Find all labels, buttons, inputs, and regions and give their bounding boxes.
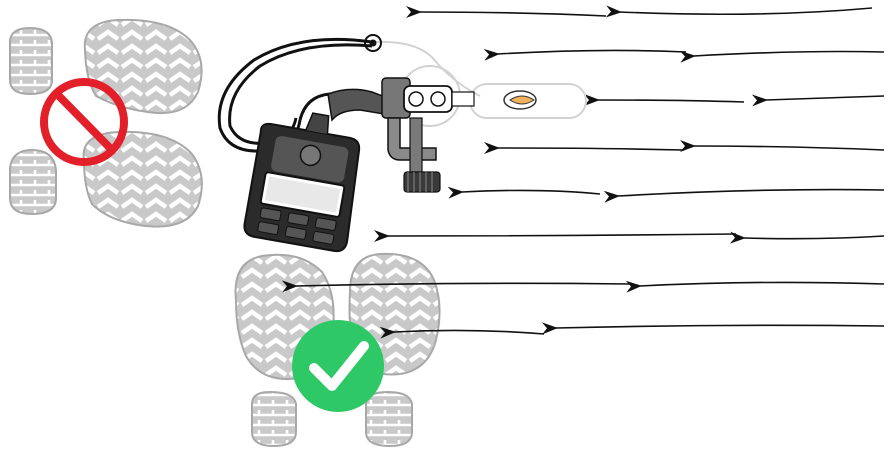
airflow-arrow-icon bbox=[447, 186, 601, 199]
airflow-arrow-icon bbox=[679, 139, 885, 152]
prohibited-footprints bbox=[9, 18, 203, 228]
shoe-sole-icon bbox=[9, 148, 57, 216]
airflow-arrow-icon bbox=[483, 141, 685, 154]
shoe-sole-icon bbox=[9, 26, 53, 96]
airflow-arrow-icon bbox=[625, 280, 885, 293]
airflow-arrow-icon bbox=[405, 5, 607, 18]
mount-arm bbox=[327, 77, 475, 193]
shoe-sole-icon bbox=[365, 390, 413, 448]
prohibited-circle-icon bbox=[40, 78, 128, 166]
airflow-arrow-icon bbox=[379, 326, 545, 339]
airflow-arrow-icon bbox=[583, 93, 745, 106]
airflow-arrow-icon bbox=[729, 231, 885, 244]
airflow-arrows bbox=[281, 5, 885, 339]
airflow-arrow-icon bbox=[541, 322, 885, 335]
checkmark-circle-icon bbox=[292, 320, 384, 412]
approved-footprints bbox=[234, 252, 441, 448]
airflow-arrow-icon bbox=[603, 188, 885, 203]
airflow-arrow-icon bbox=[679, 50, 885, 63]
airflow-arrow-icon bbox=[483, 48, 687, 61]
shoe-sole-icon bbox=[82, 130, 203, 228]
airflow-arrow-icon bbox=[281, 280, 631, 293]
sensor-device bbox=[217, 34, 587, 253]
shoe-sole-icon bbox=[83, 18, 203, 114]
handheld-meter bbox=[243, 112, 361, 253]
airflow-arrow-icon bbox=[373, 230, 737, 243]
shoe-sole-icon bbox=[251, 390, 297, 448]
probe-tip bbox=[503, 90, 537, 110]
airflow-arrow-icon bbox=[751, 94, 885, 107]
airflow-arrow-icon bbox=[605, 5, 873, 18]
